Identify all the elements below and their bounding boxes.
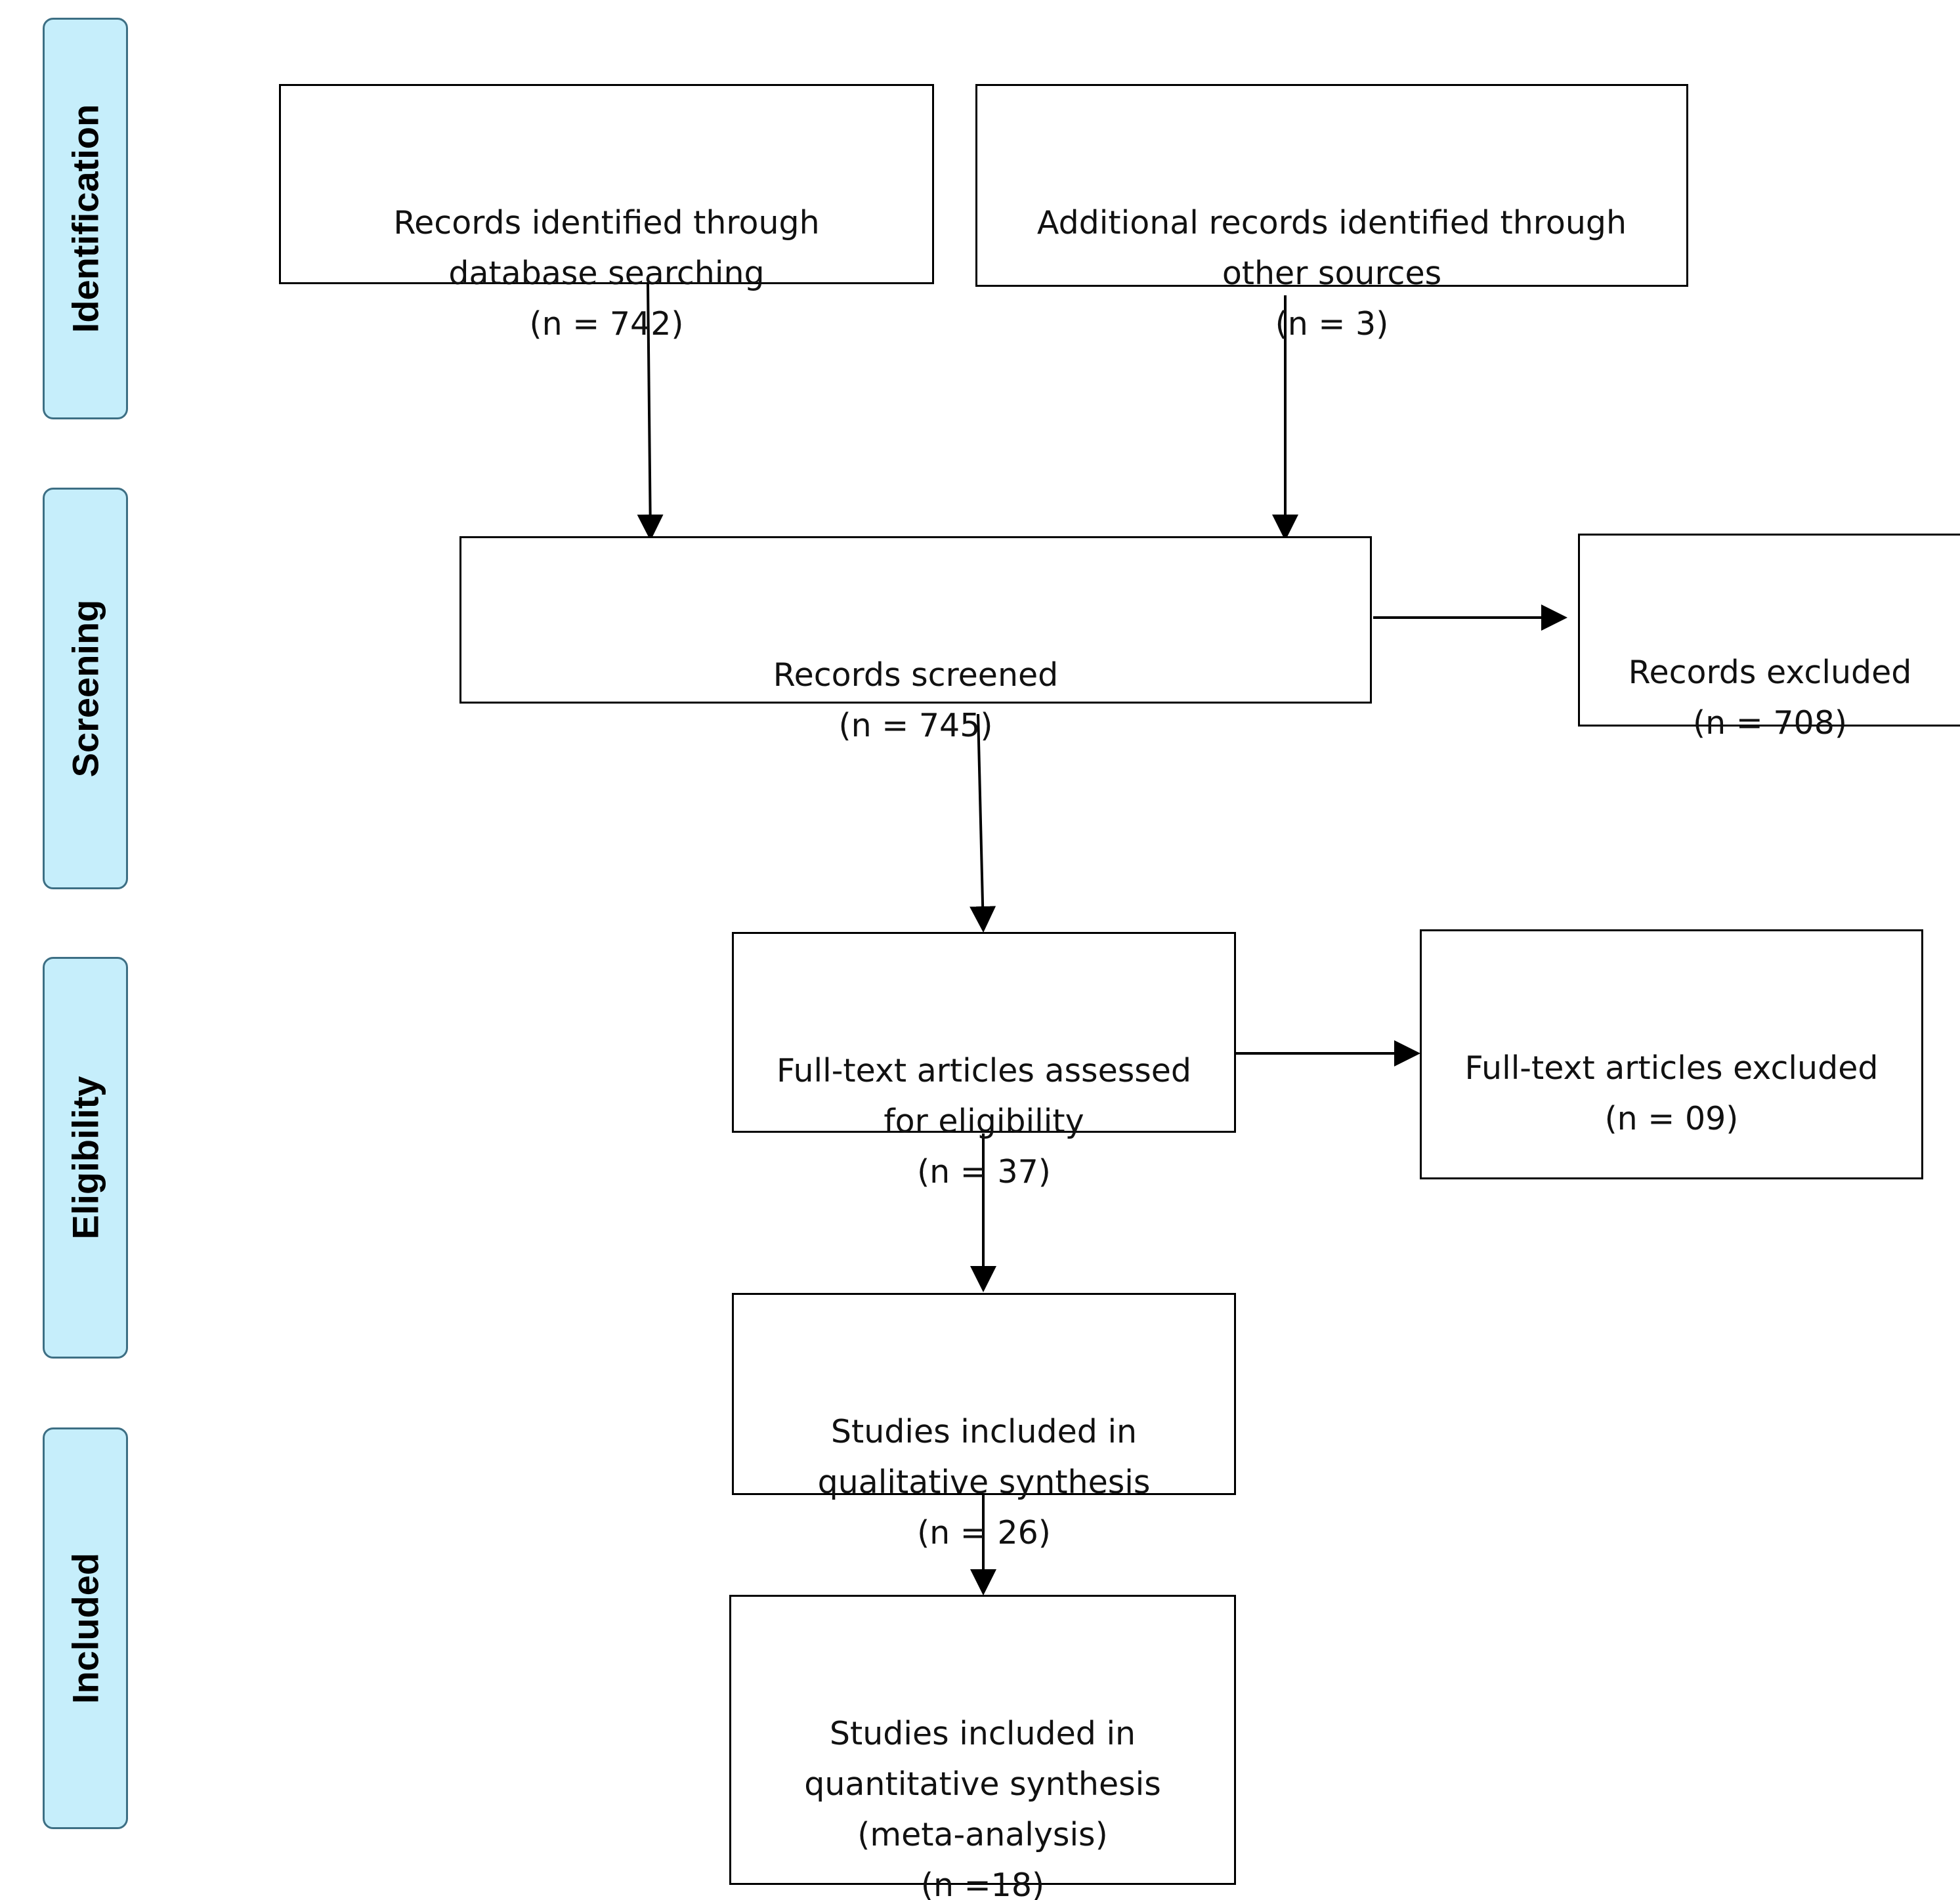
box-fulltext-excluded-count: (n = 09) <box>1604 1100 1739 1137</box>
box-fulltext-assessed-line2: for eligibility <box>884 1103 1084 1140</box>
box-records-excluded: Records excluded (n = 708) <box>1578 534 1960 742</box>
box-fulltext-assessed-line1: Full-text articles assessed <box>776 1052 1192 1089</box>
phase-screening: Screening <box>43 488 128 889</box>
box-quantitative-synthesis-line2: quantitative synthesis <box>804 1765 1161 1803</box>
arrow-screened-to-fulltext <box>969 713 996 933</box>
box-fulltext-excluded: Full-text articles excluded (n = 09) <box>1420 929 1923 1179</box>
box-other-sources-line2: other sources <box>1222 255 1442 292</box>
box-qualitative-synthesis-count: (n = 26) <box>917 1514 1051 1552</box>
box-quantitative-synthesis-line3: (meta-analysis) <box>857 1816 1108 1853</box>
box-other-sources-line1: Additional records identified through <box>1036 204 1627 242</box>
box-other-sources: Additional records identified through ot… <box>975 84 1688 343</box>
box-fulltext-assessed: Full-text articles assessed for eligibil… <box>732 932 1236 1191</box>
box-database-search-line1: Records identified through <box>393 204 820 242</box>
box-records-screened-line1: Records screened <box>773 656 1059 694</box>
box-qualitative-synthesis: Studies included in qualitative synthesi… <box>732 1293 1236 1552</box>
phase-eligibility-label: Eligibility <box>64 1076 106 1240</box>
phase-included: Included <box>43 1427 128 1829</box>
box-records-screened-count: (n = 745) <box>838 707 993 744</box>
phase-included-label: Included <box>64 1552 106 1704</box>
box-quantitative-synthesis-line1: Studies included in <box>829 1715 1136 1752</box>
box-quantitative-synthesis-count: (n =18) <box>920 1867 1045 1900</box>
phase-screening-label: Screening <box>64 599 106 778</box>
box-quantitative-synthesis: Studies included in quantitative synthes… <box>729 1595 1236 1900</box>
box-database-search-count: (n = 742) <box>529 305 684 343</box>
box-database-search: Records identified through database sear… <box>279 84 934 343</box>
phase-identification: Identification <box>43 18 128 419</box>
phase-identification-label: Identification <box>64 104 106 333</box>
box-fulltext-assessed-count: (n = 37) <box>917 1153 1051 1191</box>
arrow-db-to-screened <box>637 283 664 541</box>
box-qualitative-synthesis-line2: qualitative synthesis <box>817 1464 1151 1501</box>
box-records-excluded-line1: Records excluded <box>1628 654 1912 691</box>
box-fulltext-excluded-line1: Full-text articles excluded <box>1464 1049 1879 1087</box>
box-database-search-line2: database searching <box>448 255 765 292</box>
phase-eligibility: Eligibility <box>43 957 128 1359</box>
box-records-screened: Records screened (n = 745) <box>459 536 1372 744</box>
box-qualitative-synthesis-line1: Studies included in <box>830 1413 1138 1450</box>
box-other-sources-count: (n = 3) <box>1275 305 1389 343</box>
box-records-excluded-count: (n = 708) <box>1692 704 1848 742</box>
